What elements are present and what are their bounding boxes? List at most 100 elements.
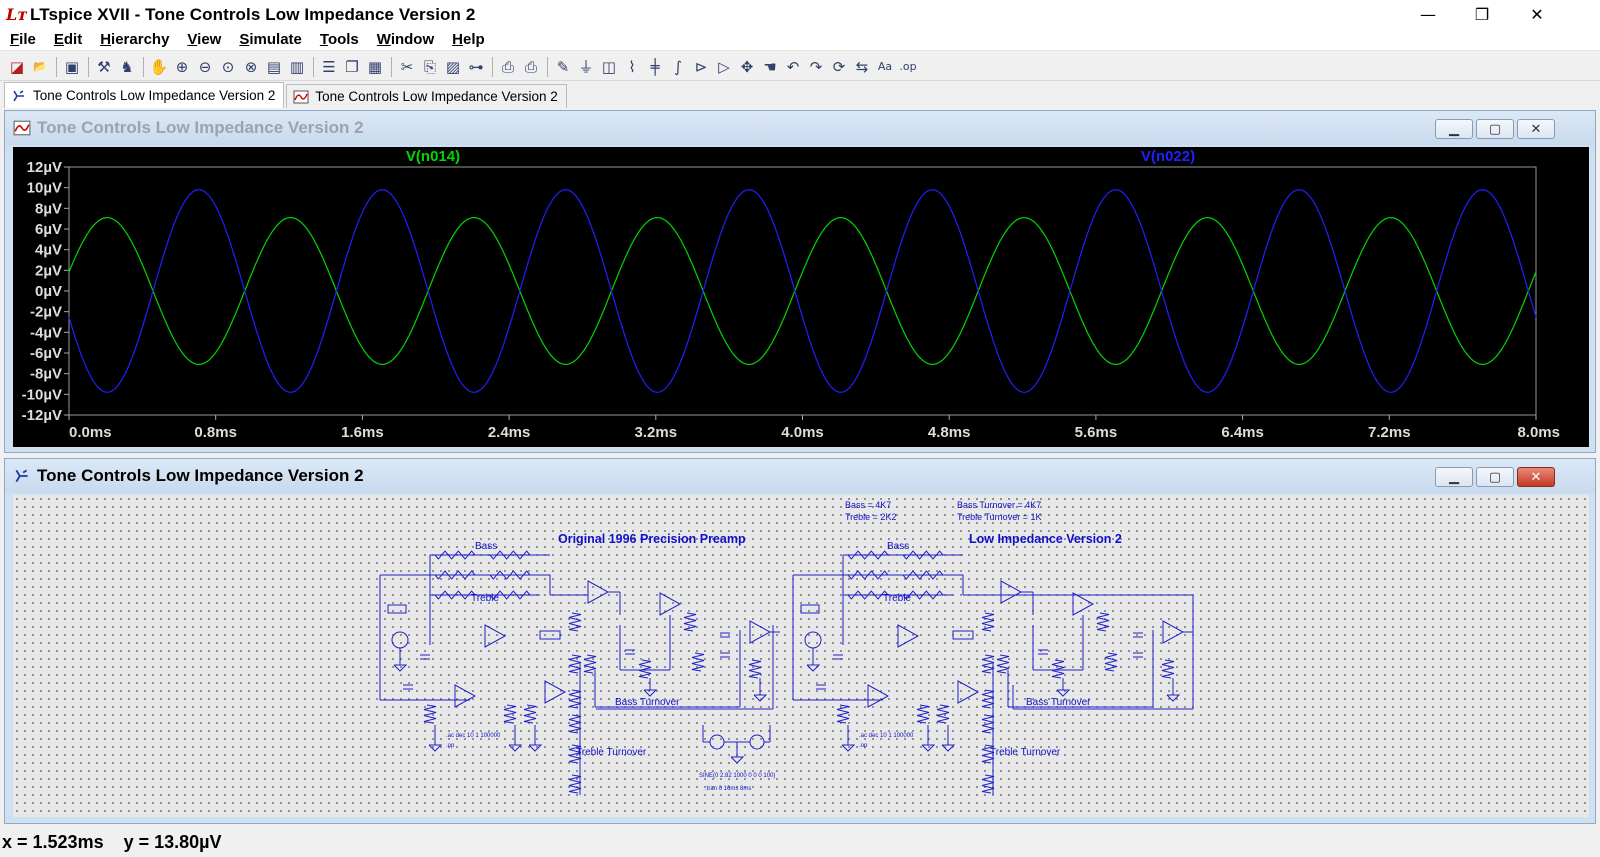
resistor-symbol[interactable] xyxy=(981,714,995,734)
resistor-symbol[interactable] xyxy=(503,704,517,724)
tile-vertical-button[interactable]: ▦ xyxy=(364,56,386,78)
autorange-x-button[interactable]: ▥ xyxy=(286,56,308,78)
inductor-button[interactable]: ∫ xyxy=(667,56,689,78)
opamp-symbol[interactable] xyxy=(587,580,610,604)
supply-source-symbol[interactable] xyxy=(749,734,765,750)
resistor-symbol[interactable] xyxy=(568,774,582,794)
resistor-symbol[interactable] xyxy=(489,550,531,560)
text-button[interactable]: Aa xyxy=(874,56,896,78)
close-window-button[interactable]: ✕ xyxy=(1514,0,1560,29)
opamp-symbol[interactable] xyxy=(867,684,890,708)
resistor-symbol[interactable] xyxy=(847,550,889,560)
opamp-symbol[interactable] xyxy=(897,624,920,648)
resistor-symbol[interactable] xyxy=(568,612,582,632)
resistor-symbol[interactable] xyxy=(489,570,531,580)
menu-hierarchy[interactable]: Hierarchy xyxy=(100,30,170,48)
resistor-symbol[interactable] xyxy=(916,704,930,724)
waveform-close-button[interactable]: ✕ xyxy=(1517,119,1555,139)
menu-edit[interactable]: Edit xyxy=(53,30,83,48)
resistor-symbol[interactable] xyxy=(434,570,476,580)
series-trace-vn022[interactable] xyxy=(68,189,1537,393)
resistor-symbol[interactable] xyxy=(1096,612,1110,632)
opamp-symbol[interactable] xyxy=(484,624,507,648)
rotate-button[interactable]: ⟳ xyxy=(828,56,850,78)
autorange-button[interactable]: ▤ xyxy=(263,56,285,78)
menu-window[interactable]: Window xyxy=(376,30,435,48)
resistor-symbol[interactable] xyxy=(996,654,1010,674)
draw-wire-button[interactable]: ✎ xyxy=(552,56,574,78)
resistor-symbol[interactable] xyxy=(981,612,995,632)
resistor-symbol[interactable] xyxy=(434,550,476,560)
resistor-button[interactable]: ⌇ xyxy=(621,56,643,78)
resistor-symbol[interactable] xyxy=(691,652,705,672)
schematic-window-titlebar[interactable]: Tone Controls Low Impedance Version 2 xyxy=(5,459,1595,493)
tab-schematic[interactable]: Tone Controls Low Impedance Version 2 xyxy=(4,82,285,108)
schematic-maximize-button[interactable]: ▢ xyxy=(1476,467,1514,487)
find-button[interactable]: ⊶ xyxy=(465,56,487,78)
opamp-symbol[interactable] xyxy=(749,620,772,644)
diode-button[interactable]: ⊳ xyxy=(690,56,712,78)
voltage-source-symbol[interactable] xyxy=(391,631,409,649)
resistor-symbol[interactable] xyxy=(902,570,944,580)
supply-source-symbol[interactable] xyxy=(709,734,725,750)
resistor-symbol[interactable] xyxy=(902,550,944,560)
waveform-maximize-button[interactable]: ▢ xyxy=(1476,119,1514,139)
cut-button[interactable]: ✂ xyxy=(396,56,418,78)
resistor-symbol[interactable] xyxy=(489,590,531,600)
drag-button[interactable]: ☚ xyxy=(759,56,781,78)
resistor-symbol[interactable] xyxy=(423,704,437,724)
menu-tools[interactable]: Tools xyxy=(319,30,359,48)
redo-button[interactable]: ↷ xyxy=(805,56,827,78)
opamp-symbol[interactable] xyxy=(1000,580,1023,604)
voltage-source-symbol[interactable] xyxy=(804,631,822,649)
resistor-symbol[interactable] xyxy=(847,570,889,580)
tile-horizontal-button[interactable]: ☰ xyxy=(318,56,340,78)
zoom-fit-button[interactable]: ⊙ xyxy=(217,56,239,78)
resistor-symbol[interactable] xyxy=(981,744,995,764)
run-button[interactable]: ♞ xyxy=(116,56,138,78)
paste-button[interactable]: ▨ xyxy=(442,56,464,78)
halt-button[interactable]: ✋ xyxy=(148,56,170,78)
resistor-symbol[interactable] xyxy=(748,659,762,679)
opamp-symbol[interactable] xyxy=(957,680,980,704)
print-preview-button[interactable]: ⎙ xyxy=(497,56,519,78)
ground-button[interactable]: ⏚ xyxy=(575,56,597,78)
waveform-window-titlebar[interactable]: Tone Controls Low Impedance Version 2 xyxy=(5,111,1595,145)
resistor-symbol[interactable] xyxy=(847,590,889,600)
copy-button[interactable]: ⎘ xyxy=(419,56,441,78)
opamp-symbol[interactable] xyxy=(659,592,682,616)
resistor-symbol[interactable] xyxy=(1104,652,1118,672)
resistor-symbol[interactable] xyxy=(568,744,582,764)
opamp-symbol[interactable] xyxy=(1162,620,1185,644)
undo-button[interactable]: ↶ xyxy=(782,56,804,78)
resistor-symbol[interactable] xyxy=(568,714,582,734)
resistor-symbol[interactable] xyxy=(568,689,582,709)
menu-simulate[interactable]: Simulate xyxy=(239,30,302,48)
resistor-symbol[interactable] xyxy=(683,612,697,632)
resistor-symbol[interactable] xyxy=(523,704,537,724)
zoom-in-button[interactable]: ⊕ xyxy=(171,56,193,78)
save-button[interactable]: ▣ xyxy=(61,56,83,78)
menu-view[interactable]: View xyxy=(187,30,222,48)
waveform-plot-svg[interactable]: 12µV10µV8µV6µV4µV2µV0µV-2µV-4µV-6µV-8µV-… xyxy=(13,147,1589,447)
legend-entry[interactable]: V(n022) xyxy=(1141,148,1195,165)
resistor-symbol[interactable] xyxy=(1161,659,1175,679)
schematic-minimize-button[interactable]: ▁ xyxy=(1435,467,1473,487)
resistor-symbol[interactable] xyxy=(836,704,850,724)
resistor-symbol[interactable] xyxy=(936,704,950,724)
zoom-cancel-button[interactable]: ⊗ xyxy=(240,56,262,78)
label-net-button[interactable]: ◫ xyxy=(598,56,620,78)
mirror-button[interactable]: ⇆ xyxy=(851,56,873,78)
cascade-button[interactable]: ❐ xyxy=(341,56,363,78)
resistor-symbol[interactable] xyxy=(434,590,476,600)
opamp-symbol[interactable] xyxy=(454,684,477,708)
series-trace-vn014[interactable] xyxy=(68,217,1537,365)
resistor-symbol[interactable] xyxy=(638,659,652,679)
opamp-symbol[interactable] xyxy=(1072,592,1095,616)
tab-waveform[interactable]: Tone Controls Low Impedance Version 2 xyxy=(286,84,567,108)
legend-entry[interactable]: V(n014) xyxy=(406,148,460,165)
opamp-symbol[interactable] xyxy=(544,680,567,704)
